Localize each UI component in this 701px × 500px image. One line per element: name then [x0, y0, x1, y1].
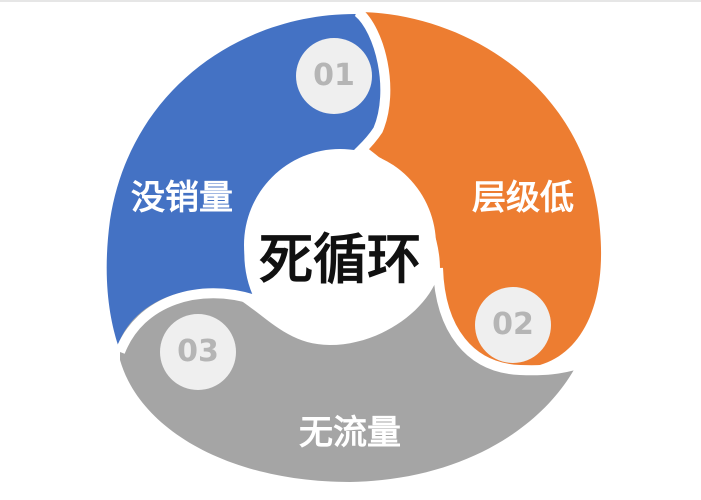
segment-label-01: 没销量 — [131, 178, 233, 218]
segment-label-02: 层级低 — [472, 178, 574, 218]
segment-label-03: 无流量 — [299, 413, 401, 453]
segment-02-shape — [362, 12, 602, 369]
badge-02 — [475, 287, 551, 363]
badge-number-02: 02 — [492, 307, 534, 342]
badge-number-01: 01 — [313, 58, 355, 93]
badge-01 — [296, 38, 372, 114]
center-label: 死循环 — [259, 228, 421, 291]
badge-number-03: 03 — [177, 334, 219, 369]
badge-03 — [160, 314, 236, 390]
center-circle — [244, 149, 436, 341]
top-border — [0, 0, 701, 2]
segment-03-shape — [120, 270, 575, 482]
